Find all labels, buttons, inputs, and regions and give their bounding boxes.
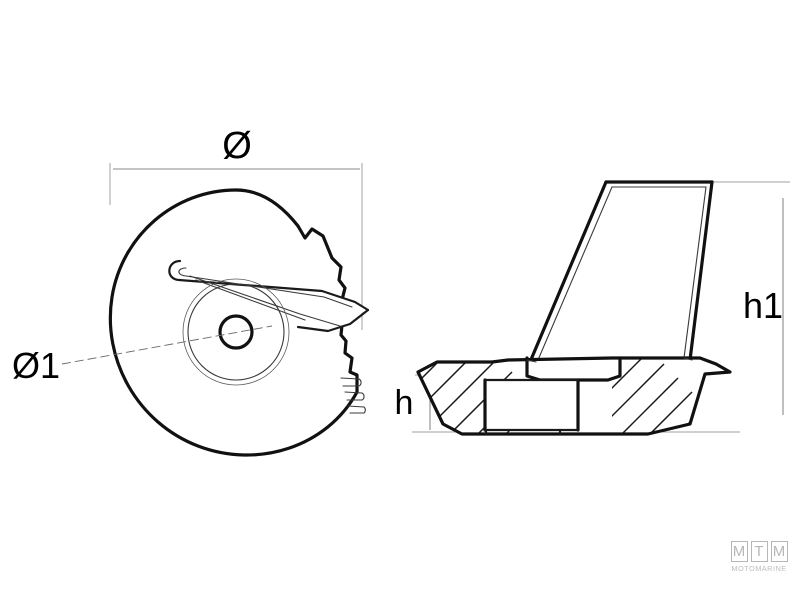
fin-trailing-edge xyxy=(688,180,714,362)
fin-leading-inner xyxy=(537,186,613,361)
disc-top-arc xyxy=(234,188,300,228)
plan-view: Ø Ø1 xyxy=(12,125,370,457)
diameter-dimension xyxy=(109,163,363,330)
overall-height-dimension xyxy=(710,181,790,415)
logo-letter-m2: M xyxy=(770,541,788,562)
bore-diameter-label: Ø1 xyxy=(12,345,60,386)
fin-fill xyxy=(530,182,712,362)
hub-mid-circle xyxy=(187,283,285,381)
section-view: h1 h xyxy=(395,180,790,436)
fin-leading-edge xyxy=(528,180,608,364)
disc-outer-arc xyxy=(108,188,359,457)
logo-letter-boxes: M T M xyxy=(726,541,792,562)
boss-fill xyxy=(485,380,578,430)
serration-1 xyxy=(340,377,362,387)
fin-plan-lower-edge xyxy=(189,275,341,327)
fin-plan-upper-edge xyxy=(168,259,370,312)
fin-plan-crease xyxy=(195,279,306,321)
diameter-label: Ø xyxy=(222,125,252,167)
logo-letter-t: T xyxy=(750,541,768,562)
boss-sides xyxy=(483,378,580,432)
fin-base-blend-right xyxy=(683,357,693,361)
base-height-label: h xyxy=(395,384,414,422)
logo-subtitle: MOTOMARINE xyxy=(731,564,787,573)
hub-outer-circle xyxy=(182,278,290,386)
overall-height-label: h1 xyxy=(743,285,783,326)
serration-3 xyxy=(347,405,366,414)
logo-letter-m1: M xyxy=(730,541,748,562)
mtm-watermark-logo: M T M MOTOMARINE xyxy=(726,541,792,587)
bore-circle xyxy=(218,314,254,350)
serration-2 xyxy=(344,391,365,401)
fin-plan-inner-edge xyxy=(178,267,353,308)
rim-serrations xyxy=(340,377,366,414)
fin-plan-tip xyxy=(296,308,370,333)
bore-leader-line xyxy=(61,325,273,365)
boss-ends xyxy=(483,378,580,432)
base-outline xyxy=(416,356,732,436)
fin-base-blend-left xyxy=(526,359,537,363)
disc-fill xyxy=(110,190,357,456)
fin-trailing-inner xyxy=(683,186,707,359)
